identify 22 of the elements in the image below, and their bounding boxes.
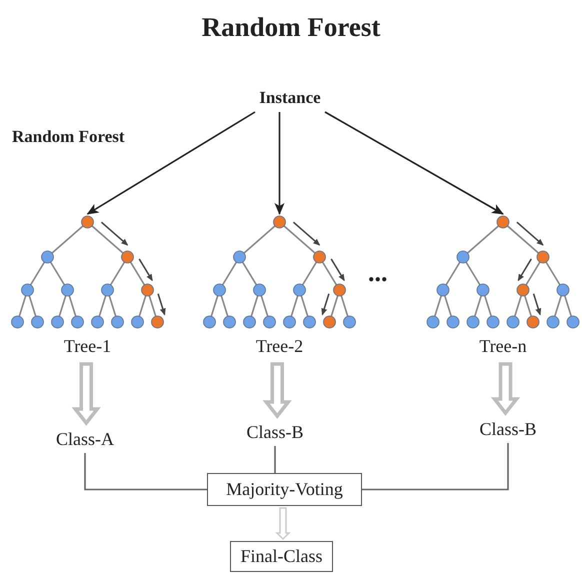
connector-line — [274, 446, 276, 473]
node-text: Instance — [240, 86, 340, 110]
tree-label: Tree-2 — [254, 336, 304, 357]
process-box: Final-Class — [230, 541, 333, 572]
side-heading: Random Forest — [12, 127, 125, 147]
hollow-arrow — [262, 362, 292, 419]
connector-line — [84, 453, 207, 490]
connector-line — [362, 443, 509, 490]
arrow — [274, 112, 284, 215]
tree-label: Tree-1 — [62, 336, 112, 357]
node-text: Class-B — [458, 415, 558, 443]
node-text: Class-A — [35, 425, 135, 453]
arrow — [86, 111, 256, 215]
title: Random Forest — [200, 12, 382, 43]
tree-label: Tree-n — [478, 336, 528, 357]
process-box: Majority-Voting — [207, 473, 362, 506]
arrow — [324, 111, 504, 215]
ellipsis-text: ... — [368, 258, 388, 288]
hollow-arrow — [490, 362, 520, 416]
hollow-arrow — [72, 362, 101, 426]
hollow-arrow — [275, 507, 291, 540]
node-text: Class-B — [225, 418, 325, 446]
